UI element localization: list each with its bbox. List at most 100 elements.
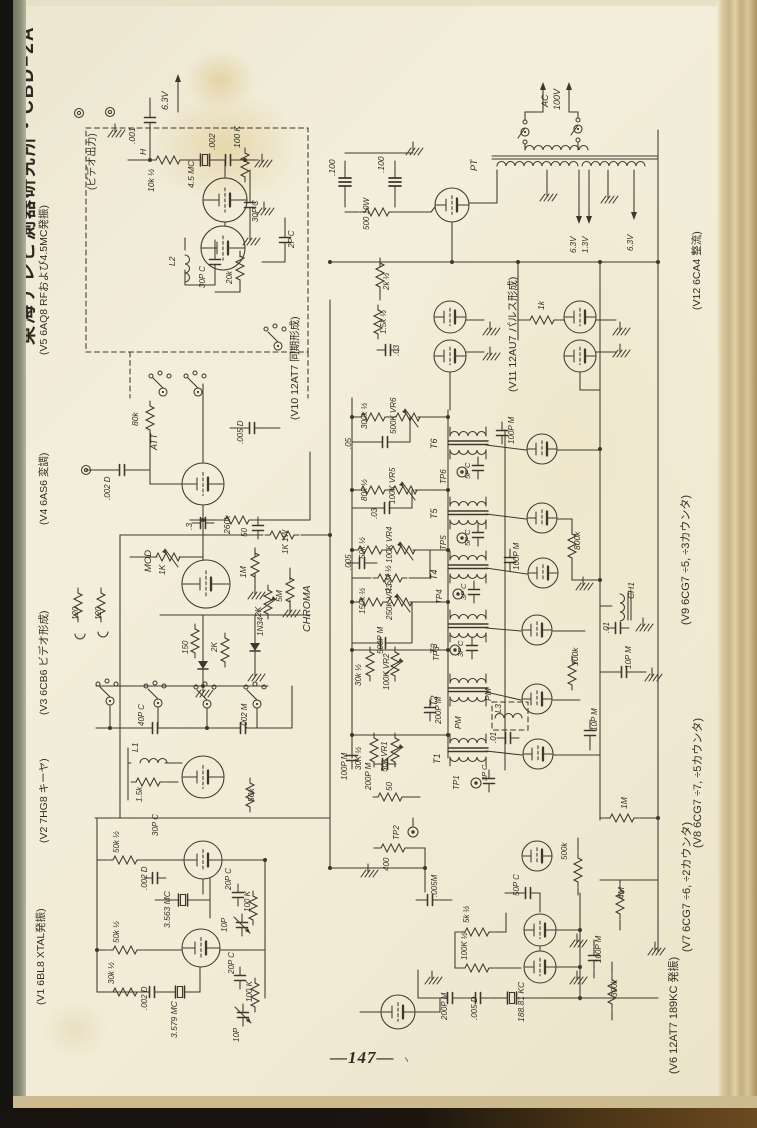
component-label: T4	[429, 569, 439, 580]
component-label: TP3	[432, 646, 441, 661]
tube-symbol	[202, 177, 248, 223]
terminal-jack	[104, 106, 116, 118]
capacitor-symbol	[143, 871, 167, 885]
tube-symbol	[181, 928, 221, 968]
potentiometer-symbol	[257, 584, 277, 620]
capacitor-symbol	[583, 721, 597, 745]
component-label: 30k ½	[354, 664, 363, 686]
tube-symbol	[563, 339, 597, 373]
component-label: 10P	[220, 917, 229, 932]
capacitor-symbol	[375, 501, 399, 515]
coil-symbol	[619, 593, 626, 622]
margin-label: (V8 6CG7 ÷7, ÷5カウンタ)	[691, 718, 704, 848]
component-label: .005 D	[236, 420, 245, 444]
tube-symbol	[433, 339, 467, 373]
component-label: 150	[181, 640, 190, 654]
capacitor-symbol	[503, 548, 517, 572]
junction-dot	[201, 684, 205, 688]
wire	[485, 567, 528, 575]
resistor-symbol	[219, 514, 255, 526]
coil-symbol	[581, 160, 646, 167]
component-label: TP5	[439, 535, 448, 550]
resistor-symbol	[374, 257, 386, 293]
component-label: .100	[327, 159, 337, 176]
component-label: 500P M	[376, 626, 385, 654]
wire	[187, 377, 199, 389]
resistor-symbol	[355, 411, 391, 423]
component-label: .03	[370, 507, 379, 519]
junction-dot	[350, 548, 354, 552]
up-arrow	[540, 82, 546, 99]
component-label: 80k ½	[360, 479, 369, 501]
down-arrow	[586, 207, 592, 224]
junction-dot	[516, 260, 520, 264]
component-label: 50k ½	[112, 921, 121, 943]
component-label: 100K VR5	[388, 467, 397, 504]
component-label: 50P C	[512, 874, 521, 896]
capacitor-symbol	[231, 883, 245, 907]
component-label: 2P C	[287, 230, 296, 249]
capacitor-symbol	[373, 757, 397, 771]
switch-contact	[192, 370, 198, 376]
component-label: 5M	[274, 589, 284, 602]
ground-symbol	[360, 863, 379, 878]
trimmer-capacitor-symbol	[233, 913, 251, 937]
margin-label: (V5 6AQ8 RFおよび4.5MC発振)	[37, 205, 50, 355]
component-label: 10P M	[624, 646, 633, 669]
capacitor-symbol	[350, 556, 374, 570]
switch-wiper	[252, 699, 262, 709]
component-label: 2k ½	[382, 272, 391, 291]
capacitor-symbol	[240, 421, 264, 435]
component-label: .05	[344, 437, 353, 449]
up-arrow	[175, 74, 181, 91]
component-label: .01	[602, 622, 611, 633]
capacitor-symbol	[471, 523, 485, 547]
component-label: 400	[382, 857, 391, 871]
component-label: 6.3V	[569, 236, 578, 253]
component-label: PM	[483, 687, 493, 701]
resistor-symbol	[372, 572, 408, 584]
component-label: 100 K	[245, 980, 254, 1002]
junction-dot	[328, 260, 332, 264]
capacitor-symbol	[496, 731, 520, 745]
capacitor-symbol	[376, 343, 400, 357]
tube-symbol	[200, 225, 246, 271]
component-label: 10P	[232, 1027, 241, 1042]
junction-dot	[108, 726, 112, 730]
switch-contact	[157, 370, 163, 376]
component-label: 250K VR3	[385, 583, 394, 621]
capacitor-symbol	[371, 636, 395, 650]
test-point	[456, 532, 468, 544]
component-label: PM	[453, 715, 463, 729]
potentiometer-symbol	[150, 548, 186, 568]
ground-symbol	[612, 343, 631, 358]
component-label: 200P M	[440, 992, 449, 1021]
ground-symbol	[242, 231, 261, 246]
switch-contact	[166, 373, 172, 379]
component-label: 120	[94, 606, 103, 620]
transformer-symbol	[447, 609, 489, 643]
ground-symbol	[644, 667, 663, 682]
tube-symbol	[434, 187, 470, 223]
resistor-symbol	[244, 777, 256, 813]
switch-contact	[211, 684, 217, 690]
switch-contact	[575, 117, 581, 123]
component-label: .002 D	[103, 476, 112, 500]
up-arrow	[566, 82, 572, 99]
capacitor-symbol	[495, 421, 509, 445]
component-label: .005M	[430, 874, 439, 897]
test-point	[456, 466, 468, 478]
ground-symbol	[600, 189, 619, 204]
ground-symbol	[482, 346, 501, 361]
component-label: 50k VR1	[380, 741, 389, 772]
switch-contact	[252, 681, 258, 687]
resistor-symbol	[375, 842, 411, 854]
component-label: 20P C	[227, 952, 236, 975]
switch-contact	[575, 137, 581, 143]
coil-symbol	[496, 160, 579, 167]
component-label: 2K	[253, 606, 263, 618]
page-number-text: —147—	[330, 1048, 395, 1067]
capacitor-symbol	[208, 250, 222, 274]
potentiometer-symbol	[387, 481, 423, 501]
capacitor-symbol	[143, 108, 157, 132]
